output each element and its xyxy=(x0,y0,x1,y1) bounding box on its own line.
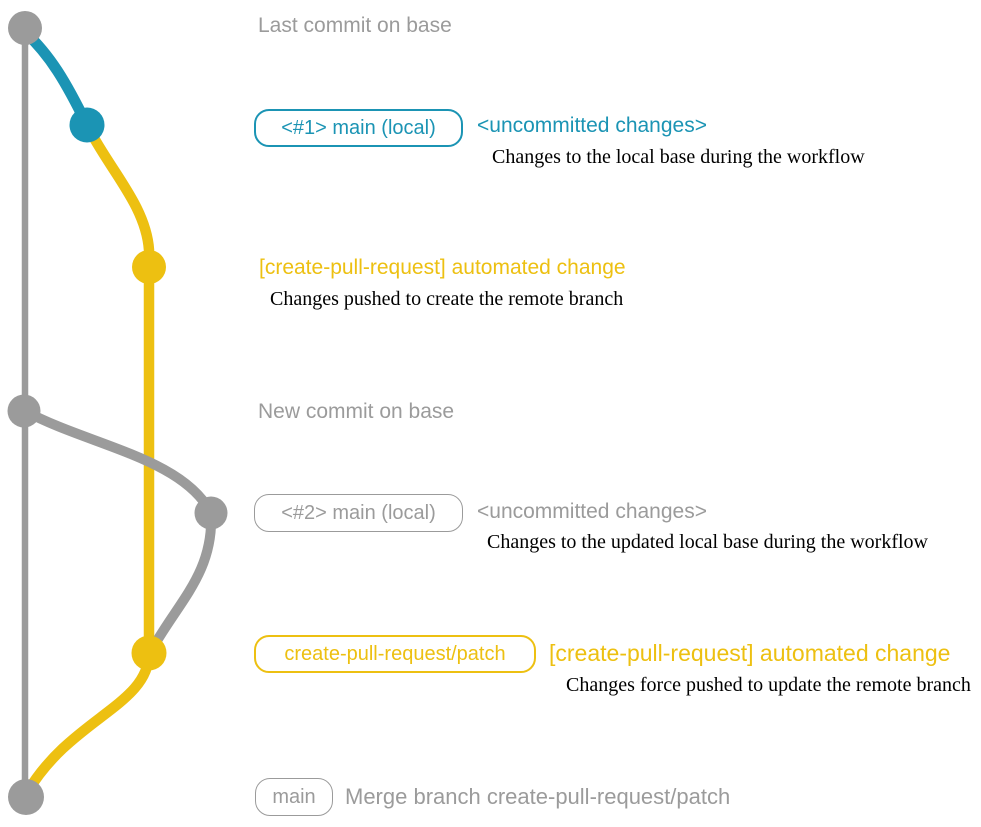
branch-badge-main-local-1: <#1> main (local) xyxy=(254,109,463,147)
commit-dot-patch xyxy=(131,635,167,671)
branch-badge-patch: create-pull-request/patch xyxy=(254,635,536,673)
branch-badge-patch-label: create-pull-request/patch xyxy=(284,642,506,665)
last-commit-label: Last commit on base xyxy=(258,14,452,37)
description-main-local-1: Changes to the local base during the wor… xyxy=(492,146,865,168)
commit-dot-main-local-2 xyxy=(194,496,228,530)
commit-message-automated-2: [create-pull-request] automated change xyxy=(549,640,951,666)
branch-badge-main-local-2-label: <#2> main (local) xyxy=(281,501,436,524)
commit-dot-last-base xyxy=(8,11,42,45)
branch-badge-main-local-1-label: <#1> main (local) xyxy=(281,116,436,139)
commit-dot-automated-change-1 xyxy=(132,250,166,284)
branch-badge-main: main xyxy=(255,778,333,816)
branch-badge-main-label: main xyxy=(272,785,316,808)
branch-badge-main-local-2: <#2> main (local) xyxy=(254,494,463,532)
commit-message-automated-1: [create-pull-request] automated change xyxy=(259,256,626,279)
commit-dot-new-base xyxy=(7,394,41,428)
commit-dot-main-local-1 xyxy=(69,107,105,143)
description-patch: Changes force pushed to update the remot… xyxy=(566,674,971,696)
force-push-line xyxy=(146,508,217,656)
description-main-local-2: Changes to the updated local base during… xyxy=(487,531,928,553)
uncommitted-changes-1: <uncommitted changes> xyxy=(477,114,707,137)
uncommitted-changes-2: <uncommitted changes> xyxy=(477,500,707,523)
commit-message-merge: Merge branch create-pull-request/patch xyxy=(345,784,731,809)
new-commit-label: New commit on base xyxy=(258,400,455,423)
main-local-2-branch-line xyxy=(20,406,216,518)
commit-dot-merge xyxy=(8,779,44,815)
description-automated-1: Changes pushed to create the remote bran… xyxy=(270,288,624,310)
